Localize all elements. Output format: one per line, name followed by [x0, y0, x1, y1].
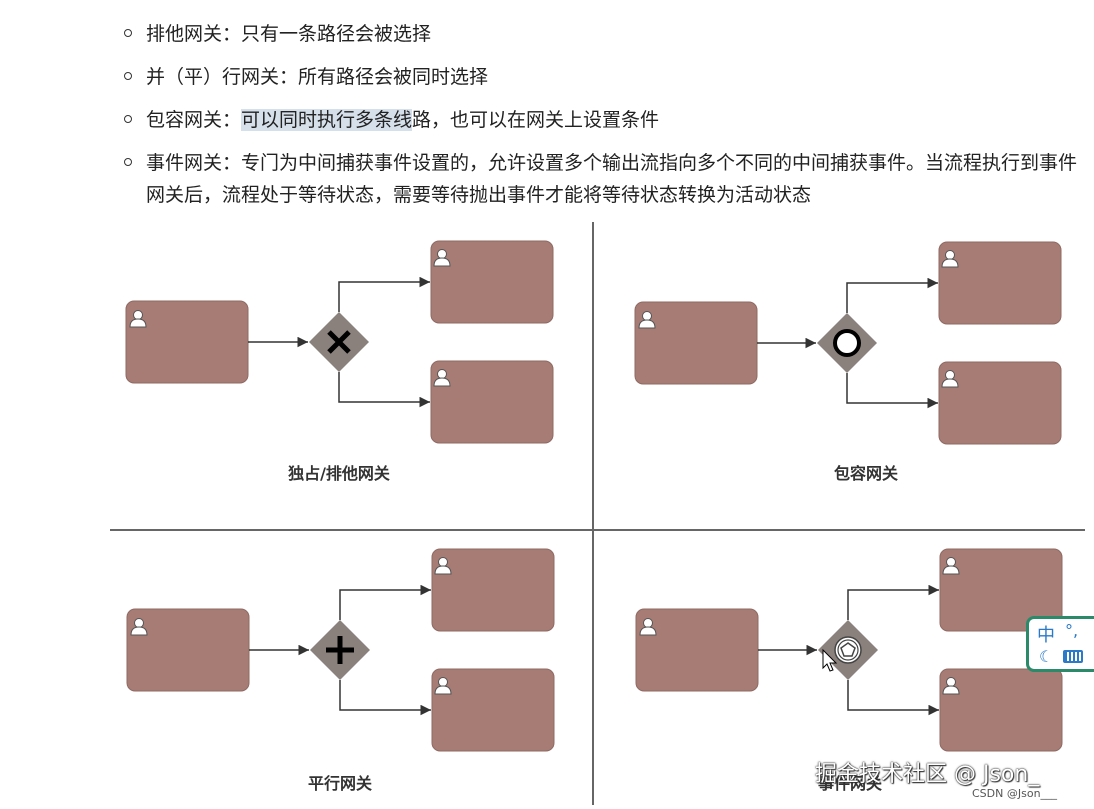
sequence-flow: [338, 372, 430, 408]
x-marker-icon: [327, 330, 351, 354]
bullet-text: 只有一条路径会被选择: [241, 23, 432, 45]
quadrant-parallel: 平行网关: [126, 548, 555, 793]
bullet-label: 事件网关：: [146, 152, 242, 174]
task-box: [938, 361, 1062, 445]
task-box: [430, 360, 554, 444]
bullet-label: 排他网关：: [146, 23, 242, 45]
task-box: [939, 548, 1063, 632]
caption-event: 事件网关: [818, 774, 882, 793]
ime-toolbar[interactable]: 中 °, ☾: [1026, 616, 1094, 672]
quadrant-event: 事件网关: [635, 548, 1063, 793]
sequence-flow: [847, 584, 939, 620]
bullet-exclusive: 排他网关：只有一条路径会被选择: [120, 18, 1090, 50]
pentagon-event-icon: [834, 636, 862, 664]
plus-marker-icon: [326, 636, 354, 664]
sequence-flow: [847, 680, 939, 716]
quadrant-exclusive: 独占/排他网关: [125, 240, 554, 483]
bullet-label: 并（平）行网关：: [146, 66, 299, 88]
ime-language-toggle[interactable]: 中: [1037, 625, 1055, 646]
bullet-dot: [124, 115, 132, 123]
bullet-event: 事件网关：专门为中间捕获事件设置的，允许设置多个输出流指向多个不同的中间捕获事件…: [120, 147, 1090, 211]
task-box: [126, 608, 250, 692]
sequence-flow: [338, 276, 430, 312]
caption-parallel: 平行网关: [308, 774, 372, 793]
ime-punctuation-toggle[interactable]: °,: [1065, 621, 1079, 640]
quadrant-inclusive: 包容网关: [634, 241, 1062, 483]
bullet-list: 排他网关：只有一条路径会被选择 并（平）行网关：所有路径会被同时选择 包容网关：…: [120, 18, 1090, 222]
watermark-sub: CSDN @Json___: [972, 787, 1058, 800]
keyboard-icon[interactable]: [1063, 650, 1083, 663]
bullet-text: 所有路径会被同时选择: [298, 66, 489, 88]
task-box: [939, 668, 1063, 752]
caption-inclusive: 包容网关: [834, 464, 898, 483]
sequence-flow: [339, 584, 431, 620]
task-box: [635, 608, 759, 692]
bullet-dot: [124, 29, 132, 37]
watermark: 掘金技术社区 @ Json_: [815, 762, 1040, 787]
bullet-inclusive: 包容网关：可以同时执行多条线路，也可以在网关上设置条件: [120, 104, 1090, 136]
bullet-text: 专门为中间捕获事件设置的，允许设置多个输出流指向多个不同的中间捕获事件。当流程执…: [146, 152, 1078, 206]
bullet-text: 路，也可以在网关上设置条件: [412, 109, 660, 131]
mouse-cursor-icon: [822, 648, 838, 672]
sequence-flow: [339, 680, 431, 716]
moon-icon[interactable]: ☾: [1039, 647, 1054, 666]
task-box: [938, 241, 1062, 325]
bullet-dot: [124, 158, 132, 166]
bullet-parallel: 并（平）行网关：所有路径会被同时选择: [120, 61, 1090, 93]
task-box: [430, 240, 554, 324]
bullet-dot: [124, 72, 132, 80]
task-box: [634, 301, 758, 385]
task-box: [431, 668, 555, 752]
circle-marker-icon: [833, 329, 861, 357]
sequence-flow: [846, 373, 938, 409]
sequence-flow: [846, 277, 938, 313]
caption-exclusive: 独占/排他网关: [288, 464, 390, 483]
bullet-label: 包容网关：: [146, 109, 242, 131]
task-box: [125, 300, 249, 384]
selected-text-highlight[interactable]: 可以同时执行多条线: [241, 109, 413, 131]
task-box: [431, 548, 555, 632]
